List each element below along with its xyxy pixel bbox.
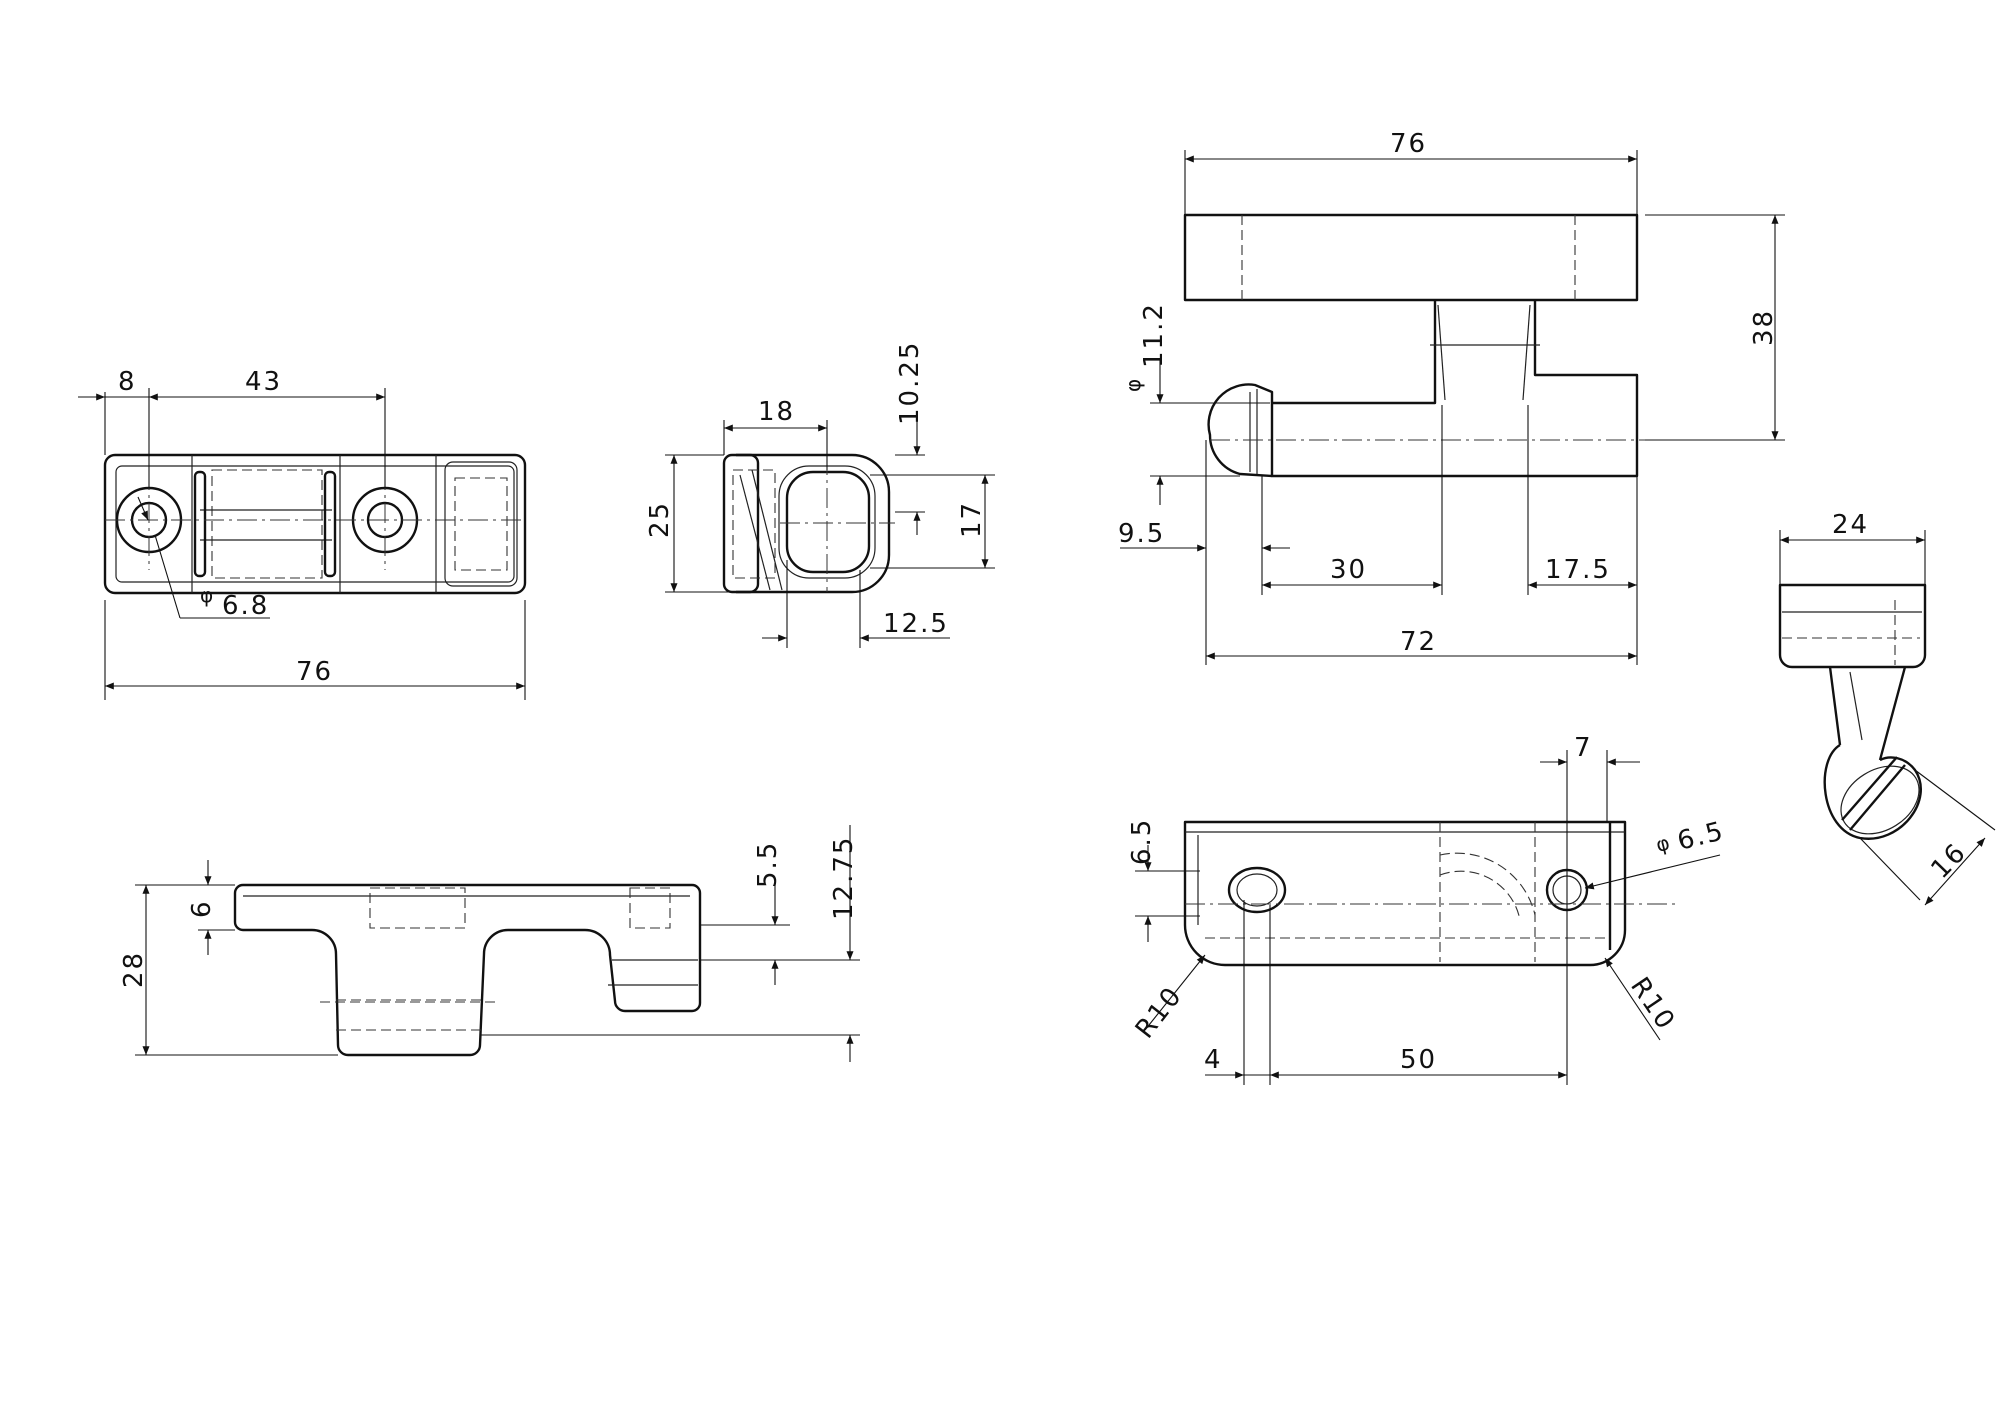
dim-8: 8 <box>118 367 137 397</box>
dim-28: 28 <box>119 951 149 988</box>
dim-17: 17 <box>957 501 987 538</box>
top-view-outline <box>103 453 527 595</box>
dim-r10-left: R10 <box>1130 981 1189 1045</box>
dim-50: 50 <box>1400 1045 1437 1075</box>
side-view-outline <box>233 883 702 1057</box>
dim-9-5: 9.5 <box>1118 519 1165 549</box>
dim-10-25: 10.25 <box>895 341 925 425</box>
hook-view: 76 φ 11.2 38 9.5 30 17.5 72 <box>1118 129 1785 665</box>
iso-view-knob <box>1823 743 1922 840</box>
diameter-symbol-plate: φ <box>1653 830 1672 856</box>
dim-4: 4 <box>1204 1045 1223 1075</box>
dim-7: 7 <box>1574 733 1593 763</box>
hook-view-stem <box>1270 300 1639 478</box>
dim-76-hook: 76 <box>1390 129 1427 159</box>
diameter-symbol-hook: φ <box>1121 379 1145 392</box>
dim-76-top: 76 <box>296 657 333 687</box>
dim-43: 43 <box>245 367 282 397</box>
hook-view-nose <box>1207 383 1274 478</box>
dim-24: 24 <box>1832 510 1869 540</box>
dim-16: 16 <box>1925 837 1972 885</box>
dim-12-75: 12.75 <box>829 836 859 920</box>
dim-5-5: 5.5 <box>753 841 783 888</box>
dim-18: 18 <box>758 397 795 427</box>
dim-12-5: 12.5 <box>883 609 949 639</box>
plate-view-outline <box>1183 820 1627 967</box>
iso-view-neck <box>1828 666 1907 761</box>
dim-25: 25 <box>645 501 675 538</box>
dim-72: 72 <box>1400 627 1437 657</box>
iso-view: 24 16 <box>1778 510 1996 906</box>
hook-view-top-bar <box>1183 213 1639 302</box>
top-view: 8 43 φ 6.8 76 <box>78 367 527 700</box>
dim-30: 30 <box>1330 555 1367 585</box>
plate-view: 7 6.5 φ 6.5 R10 R10 4 50 <box>1127 733 1728 1085</box>
iso-view-top-block <box>1778 583 1927 669</box>
end-view: 18 10.25 25 17 12.5 <box>645 341 995 648</box>
dim-17-5: 17.5 <box>1545 555 1611 585</box>
dim-38: 38 <box>1749 309 1779 346</box>
dim-6: 6 <box>187 899 217 918</box>
dim-dia-11-2: 11.2 <box>1139 302 1169 368</box>
diameter-symbol: φ <box>200 583 213 607</box>
side-view: 6 28 5.5 12.75 <box>119 825 860 1062</box>
dim-r10-right: R10 <box>1624 972 1681 1036</box>
dim-dia-6-5: 6.5 <box>1674 816 1727 857</box>
dim-6-5-plate: 6.5 <box>1127 818 1157 865</box>
plate-slot <box>1227 866 1287 914</box>
dim-dia-6-8: 6.8 <box>222 591 269 621</box>
